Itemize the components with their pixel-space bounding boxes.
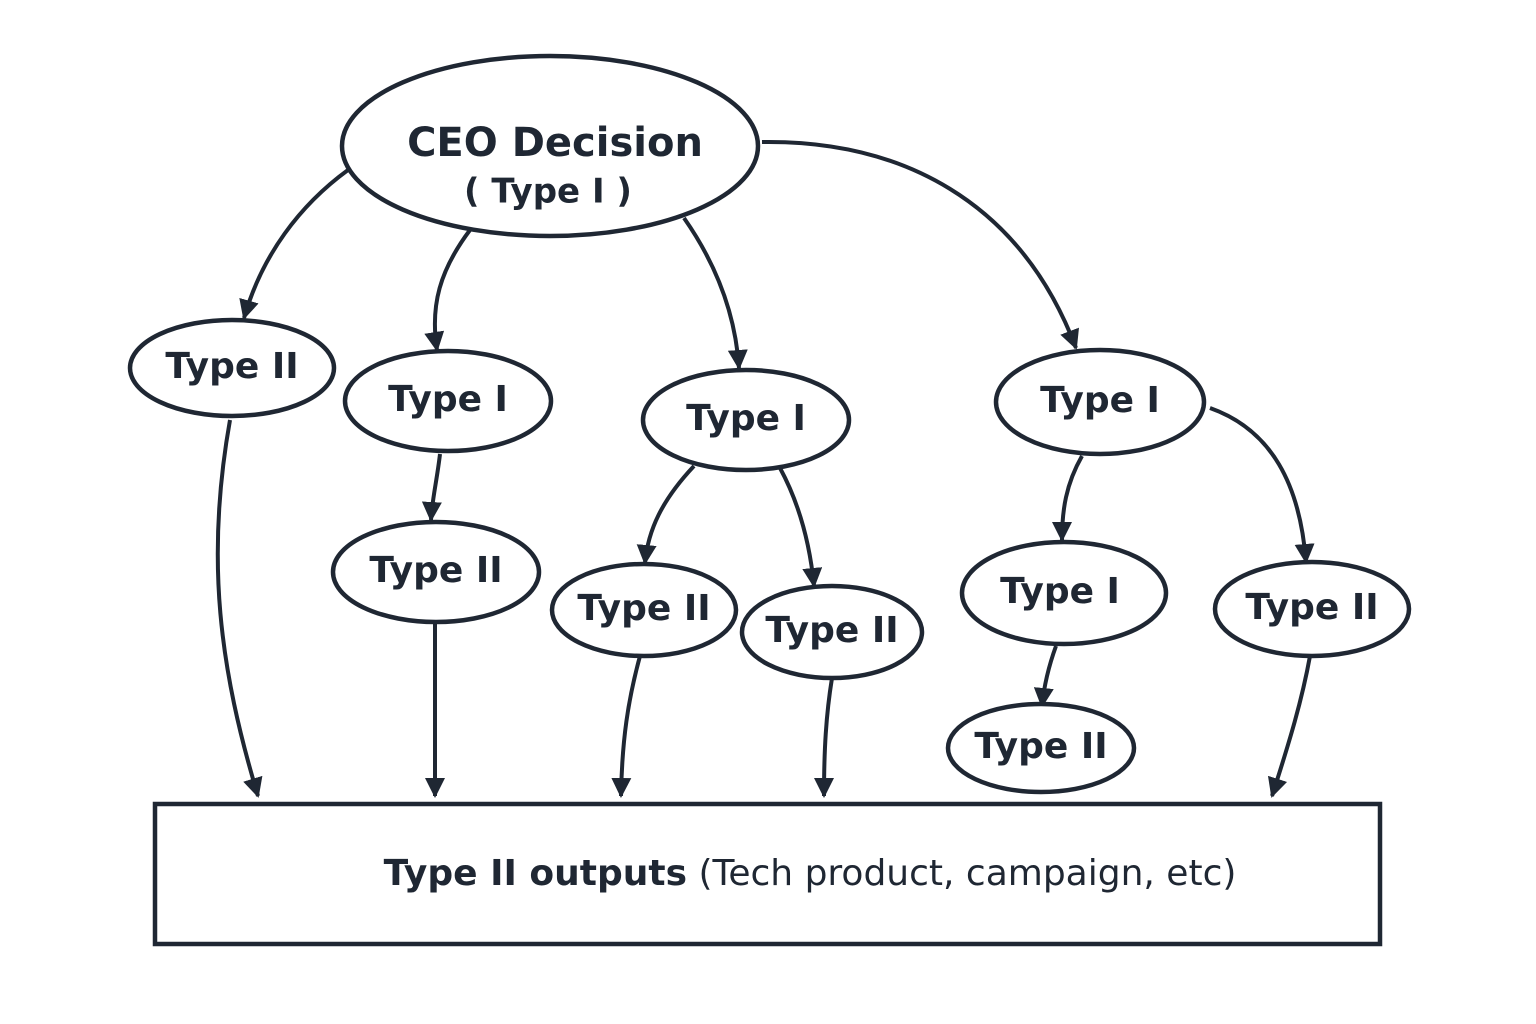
- node-type2-a: Type II: [330, 519, 542, 625]
- outputs-label-rest: (Tech product, campaign, etc): [687, 853, 1236, 894]
- node-type2-c2-label: Type II: [1245, 587, 1378, 628]
- node-type2-c1: Type II: [945, 701, 1137, 795]
- root-title: CEO Decision: [407, 120, 703, 166]
- node-type2-a-ellipse: [330, 519, 542, 625]
- node-type2-left-label: Type II: [165, 346, 298, 387]
- node-type2-b2-label: Type II: [765, 610, 898, 651]
- edge-type1-a-to-type2-a: [421, 453, 442, 522]
- edge-type1-b-to-type2-b2: [778, 467, 823, 588]
- outputs-label: Type II outputs (Tech product, campaign,…: [384, 853, 1237, 894]
- node-type2-b2: Type II: [739, 583, 925, 681]
- node-type1-c: Type I: [993, 347, 1207, 457]
- edge-type1-c1-to-type2-c1: [1033, 645, 1058, 708]
- edge-root-to-type1-c: [761, 139, 1079, 350]
- node-type2-left: Type II: [127, 317, 337, 419]
- root-ellipse: [339, 53, 761, 239]
- node-type2-b2-ellipse: [739, 583, 925, 681]
- node-type2-c1-label: Type II: [974, 726, 1107, 767]
- edge-root-to-type2-left: [239, 168, 350, 320]
- root-subtitle: ( Type I ): [464, 172, 632, 212]
- outputs-box: Type II outputs (Tech product, campaign,…: [152, 801, 1383, 947]
- node-type1-b-label: Type I: [686, 398, 806, 439]
- node-type1-c1-label: Type I: [1000, 571, 1120, 612]
- node-type2-b1-label: Type II: [577, 588, 710, 629]
- node-type1-c1-ellipse: [959, 539, 1169, 647]
- node-type1-a-label: Type I: [388, 379, 508, 420]
- node-type2-c2: Type II: [1212, 559, 1412, 659]
- node-type1-b-ellipse: [640, 367, 852, 473]
- edge-type2-c2-to-output: [1267, 655, 1312, 798]
- edges: [215, 139, 1315, 798]
- node-type1-c-ellipse: [993, 347, 1207, 457]
- node-type2-b1: Type II: [549, 561, 739, 659]
- node-type2-left-ellipse: [127, 317, 337, 419]
- node-type1-c1: Type I: [959, 539, 1169, 647]
- outputs-label-strong: Type II outputs: [384, 853, 687, 894]
- edge-type2-b1-to-output: [611, 655, 642, 798]
- node-type1-a-ellipse: [342, 348, 554, 454]
- node-type2-c1-ellipse: [945, 701, 1137, 795]
- node-type1-a: Type I: [342, 348, 554, 454]
- node-type2-c2-ellipse: [1212, 559, 1412, 659]
- edge-type1-c-to-type1-c1: [1052, 455, 1084, 542]
- edge-root-to-type1-a: [424, 228, 472, 352]
- node-type2-b1-ellipse: [549, 561, 739, 659]
- node-type1-c-label: Type I: [1040, 380, 1160, 421]
- edge-type2-left-to-output: [215, 419, 263, 798]
- outputs-rect: [152, 801, 1383, 947]
- edge-type1-c-to-type2-c2: [1209, 406, 1315, 564]
- node-type1-b: Type I: [640, 367, 852, 473]
- edge-root-to-type1-b: [682, 216, 748, 370]
- root-node: CEO Decision ( Type I ): [339, 53, 761, 239]
- edge-type2-b2-to-output: [814, 677, 835, 798]
- node-type2-a-label: Type II: [369, 550, 502, 591]
- edge-type1-b-to-type2-b1: [636, 464, 696, 565]
